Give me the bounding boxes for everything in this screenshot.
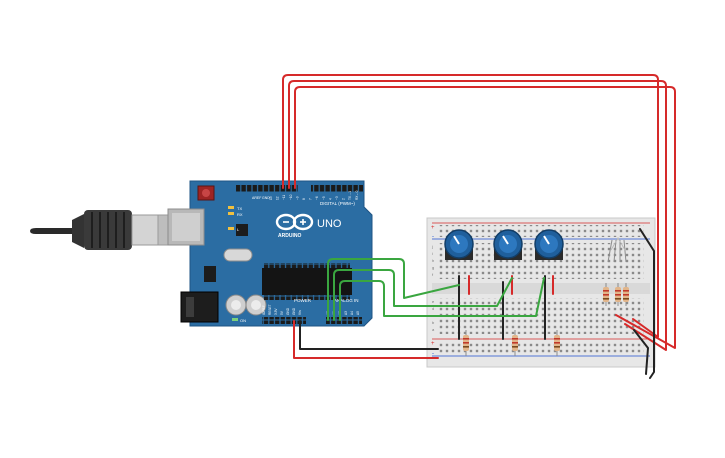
- row-letter: f: [432, 272, 434, 277]
- minus-label-bottom: -: [432, 351, 434, 357]
- wire-black[interactable]: [639, 228, 655, 379]
- digital-pin-label: ~3: [335, 196, 339, 200]
- power-pin-label: IOREF: [262, 305, 266, 315]
- plus-label: +: [431, 225, 435, 231]
- bottom-power-rail[interactable]: [438, 341, 644, 347]
- resistor[interactable]: [554, 330, 560, 356]
- plus-label-bottom: +: [431, 341, 435, 347]
- digital-pin-label: 2: [342, 198, 346, 200]
- potentiometer[interactable]: [444, 229, 474, 260]
- digital-pin-label: ~10: [289, 194, 293, 200]
- resistor[interactable]: [463, 330, 469, 356]
- on-led: [232, 318, 238, 321]
- resistor[interactable]: [603, 283, 609, 306]
- digital-pin-label: 4: [328, 198, 332, 200]
- digital-pin-label: ~6: [315, 196, 319, 200]
- power-pin-label: 5V: [280, 310, 284, 315]
- rx-led: [228, 212, 234, 215]
- top-power-rail[interactable]: [438, 225, 644, 231]
- rgb-led[interactable]: [607, 237, 627, 263]
- digital-header-right[interactable]: [311, 185, 363, 192]
- microcontroller-chip: [262, 268, 352, 295]
- power-pin-label: RESET: [268, 304, 272, 315]
- power-pin-label: GND: [292, 307, 296, 315]
- row-letter: g: [432, 265, 434, 270]
- tx-led: [228, 206, 234, 209]
- row-letter: e: [432, 299, 435, 304]
- minus-label: -: [432, 234, 434, 240]
- digital-pin-label: 13: [269, 196, 273, 200]
- power-header[interactable]: [262, 317, 306, 324]
- aref-label: AREF: [252, 196, 261, 200]
- model-label: UNO: [317, 218, 342, 230]
- gnd-label: GND: [262, 196, 270, 200]
- analog-pin-label: A5: [356, 311, 360, 315]
- wire-red[interactable]: [282, 74, 659, 338]
- wire-green[interactable]: [339, 277, 545, 321]
- brand-label: ARDUINO: [278, 233, 301, 239]
- wire-red[interactable]: [293, 320, 439, 359]
- l-led: [228, 227, 234, 230]
- row-letter: i: [432, 251, 433, 256]
- resistor[interactable]: [623, 283, 629, 306]
- row-letter: h: [432, 258, 434, 263]
- digital-header-left[interactable]: [236, 185, 298, 192]
- digital-pin-label: ~11: [282, 195, 286, 200]
- l-label: L: [237, 227, 240, 232]
- usb-chip: [236, 224, 248, 236]
- wire-green[interactable]: [327, 258, 460, 321]
- resistor[interactable]: [615, 283, 621, 306]
- wire-red[interactable]: [288, 80, 667, 351]
- wire-green[interactable]: [333, 269, 513, 321]
- crystal: [223, 248, 253, 262]
- digital-pin-label: 7: [309, 198, 313, 200]
- digital-pin-label: 12: [276, 196, 280, 200]
- wire-black[interactable]: [633, 329, 649, 375]
- digital-pin-label: ~5: [322, 196, 326, 200]
- analog-label: ANALOG IN: [334, 298, 359, 303]
- usb-cable: [30, 210, 173, 250]
- analog-header[interactable]: [326, 317, 362, 324]
- resistor[interactable]: [512, 330, 518, 356]
- digital-pin-label: ~9: [295, 196, 299, 200]
- digital-pin-label: RX←0: [355, 190, 359, 200]
- digital-pin-label: 8: [302, 198, 306, 200]
- power-label: POWER: [294, 298, 312, 303]
- potentiometer[interactable]: [534, 229, 564, 260]
- row-letter: a: [432, 327, 435, 332]
- potentiometer[interactable]: [493, 229, 523, 260]
- row-letter: b: [432, 320, 435, 325]
- power-pin-label: 3.3V: [274, 308, 278, 315]
- digital-pin-label: TX→1: [348, 191, 352, 200]
- rx-label: RX: [237, 212, 243, 217]
- wire-black[interactable]: [299, 320, 439, 350]
- row-letter: d: [432, 306, 434, 311]
- power-pin-label: GND: [286, 307, 290, 315]
- arduino-logo: [275, 213, 314, 231]
- tx-label: TX: [237, 206, 242, 211]
- arduino-uno-board[interactable]: TX RX L ON ARDUINO UNO DIGITAL (PWM~) PO…: [167, 180, 373, 327]
- analog-pin-label: A4: [350, 311, 354, 315]
- row-letter: j: [431, 244, 433, 249]
- analog-pin-label: A3: [344, 311, 348, 315]
- digital-label: DIGITAL (PWM~): [320, 201, 355, 206]
- wire-red[interactable]: [294, 86, 676, 349]
- power-pin-label: Vin: [298, 310, 302, 315]
- on-label: ON: [240, 318, 246, 323]
